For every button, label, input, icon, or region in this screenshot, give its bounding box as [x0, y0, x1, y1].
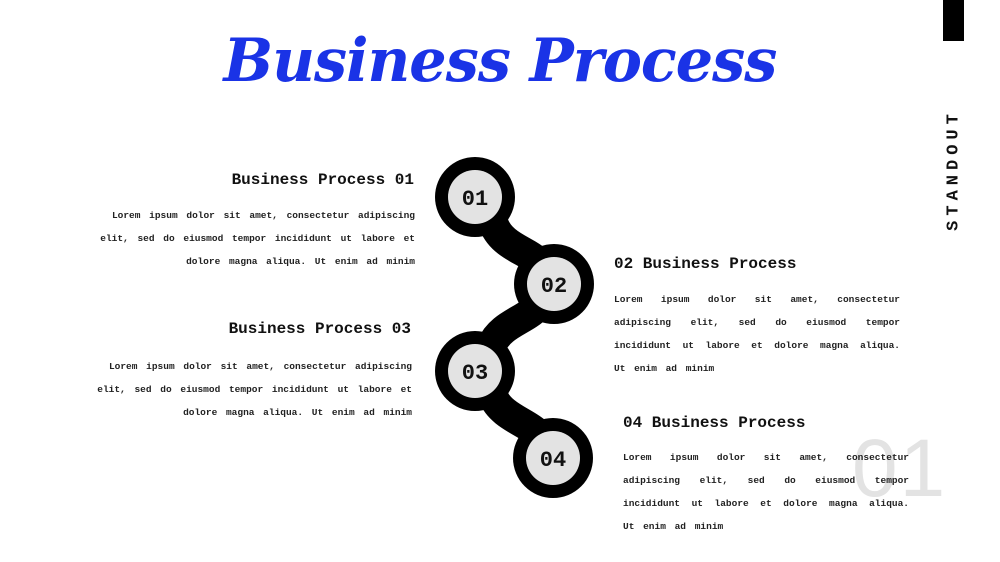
step-04-description: Lorem ipsum dolor sit amet, consectetur …: [623, 452, 909, 532]
node-02-label: 02: [541, 274, 567, 299]
step-03-description: Lorem ipsum dolor sit amet, consectetur …: [97, 361, 412, 418]
page-number: 01: [852, 423, 948, 514]
step-04-heading: 04 Business Process: [623, 414, 806, 432]
process-node-03: 03: [435, 331, 515, 411]
node-01-label: 01: [462, 187, 488, 212]
connector-03-04: [478, 381, 551, 447]
connector-01-02: [478, 207, 551, 275]
chain-connectors: [477, 207, 551, 447]
connector-02-03: [477, 293, 551, 360]
process-node-02: 02: [514, 244, 594, 324]
process-node-04: 04: [513, 418, 593, 498]
page-title: Business Process: [223, 26, 778, 96]
step-01-heading: Business Process 01: [231, 171, 414, 189]
brand-label: STANDOUT: [944, 109, 964, 231]
process-node-01: 01: [435, 157, 515, 237]
step-02-heading: 02 Business Process: [614, 255, 797, 273]
node-04-label: 04: [540, 448, 566, 473]
node-03-label: 03: [462, 361, 488, 386]
step-01-description: Lorem ipsum dolor sit amet, consectetur …: [100, 210, 415, 267]
step-02-description: Lorem ipsum dolor sit amet, consectetur …: [614, 294, 900, 374]
corner-accent-block: [943, 0, 964, 41]
step-03-heading: Business Process 03: [228, 320, 411, 338]
